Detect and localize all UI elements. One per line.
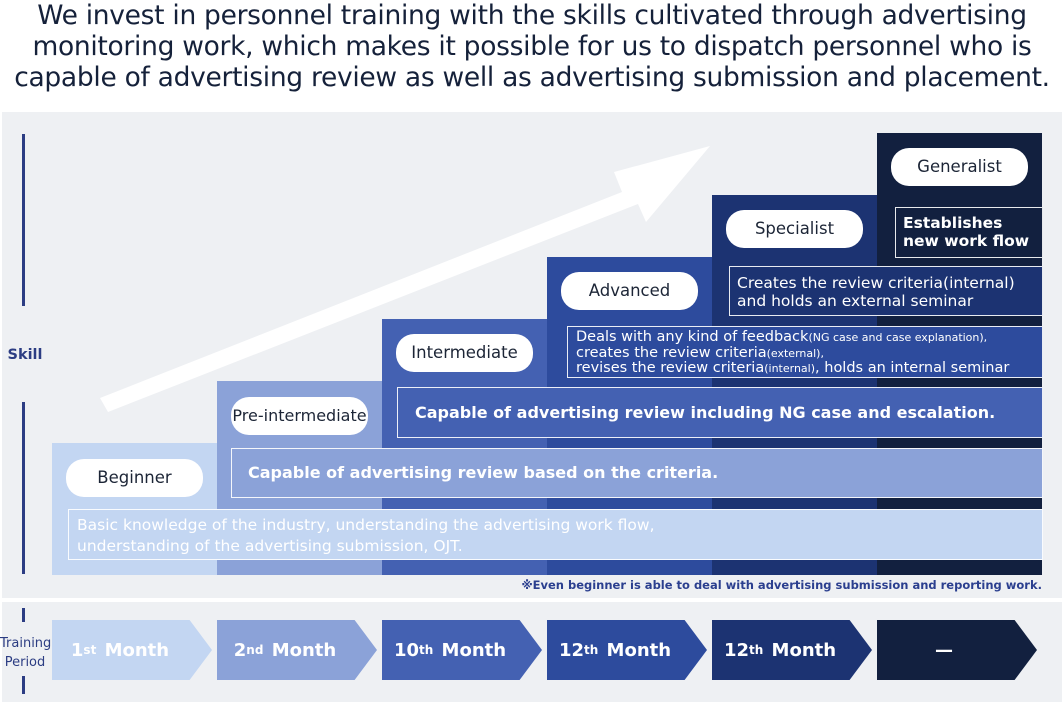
heading-line-2: monitoring work, which makes it possible…	[32, 31, 1032, 62]
skill-specialist-line-1: Creates the review criteria(internal)	[737, 274, 1015, 292]
period-3-unit: Month	[435, 639, 507, 661]
level-pill-intermediate: Intermediate	[396, 334, 533, 372]
level-pill-generalist: Generalist	[891, 148, 1028, 186]
skill-bar-intermediate: Capable of advertising review including …	[397, 387, 1043, 438]
period-1-unit: Month	[98, 639, 170, 661]
level-pill-specialist: Specialist	[726, 210, 863, 248]
skill-beginner-line-2: understanding of the advertising submiss…	[77, 537, 463, 555]
period-2-unit: Month	[265, 639, 337, 661]
skill-generalist-line-2: new work flow	[903, 232, 1030, 250]
period-4-num: 12	[558, 639, 584, 661]
period-3-sup: th	[419, 643, 434, 657]
skill-bar-generalist: Establishes new work flow	[895, 207, 1043, 258]
growth-arrow-icon	[100, 146, 710, 412]
skill-axis-line-bottom	[22, 402, 25, 574]
skill-axis-label: Skill	[7, 347, 43, 363]
period-5-unit: Month	[765, 639, 837, 661]
skill-generalist-line-1: Establishes	[903, 214, 1003, 232]
skill-advanced-line-3: revises the review criteria(internal), h…	[576, 360, 1010, 376]
level-pill-advanced: Advanced	[561, 272, 698, 310]
skill-intermediate-text: Capable of advertising review including …	[415, 403, 996, 422]
skill-bar-specialist: Creates the review criteria(internal) an…	[729, 266, 1043, 316]
heading-line-3: capable of advertising review as well as…	[14, 62, 1050, 93]
skill-beginner-line-1: Basic knowledge of the industry, underst…	[77, 516, 655, 534]
period-4-unit: Month	[600, 639, 672, 661]
period-label-line-1: Training	[0, 636, 52, 651]
period-4-sup: th	[584, 643, 599, 657]
period-arrow-6: —	[877, 620, 1037, 680]
skill-bar-advanced: Deals with any kind of feedback(NG case …	[567, 326, 1043, 378]
level-pill-pre-intermediate: Pre-intermediate	[231, 397, 368, 435]
page-heading: We invest in personnel training with the…	[0, 0, 1064, 93]
period-axis-label: Training Period	[0, 634, 52, 672]
skill-pre-intermediate-text: Capable of advertising review based on t…	[248, 463, 719, 482]
period-axis-line-top	[22, 608, 25, 622]
period-5-sup: th	[749, 643, 764, 657]
period-1-num: 1	[70, 639, 84, 661]
period-2-sup: nd	[246, 643, 264, 657]
period-3-num: 10	[393, 639, 419, 661]
period-2-num: 2	[233, 639, 247, 661]
period-6-num: —	[935, 639, 953, 661]
period-1-sup: st	[83, 643, 97, 657]
period-5-num: 12	[723, 639, 749, 661]
skill-advanced-line-2: creates the review criteria(external),	[576, 344, 824, 361]
skill-specialist-line-2: and holds an external seminar	[737, 292, 974, 310]
skill-bar-pre-intermediate: Capable of advertising review based on t…	[231, 448, 1043, 498]
skill-advanced-line-1: Deals with any kind of feedback(NG case …	[576, 329, 988, 345]
skill-axis-line-top	[22, 134, 25, 306]
period-axis-line-bottom	[22, 676, 25, 694]
heading-line-1: We invest in personnel training with the…	[37, 0, 1027, 31]
skill-bar-beginner: Basic knowledge of the industry, underst…	[68, 509, 1043, 560]
footnote: ※Even beginner is able to deal with adve…	[521, 578, 1042, 592]
period-label-line-2: Period	[4, 655, 46, 670]
level-pill-beginner: Beginner	[66, 459, 203, 497]
